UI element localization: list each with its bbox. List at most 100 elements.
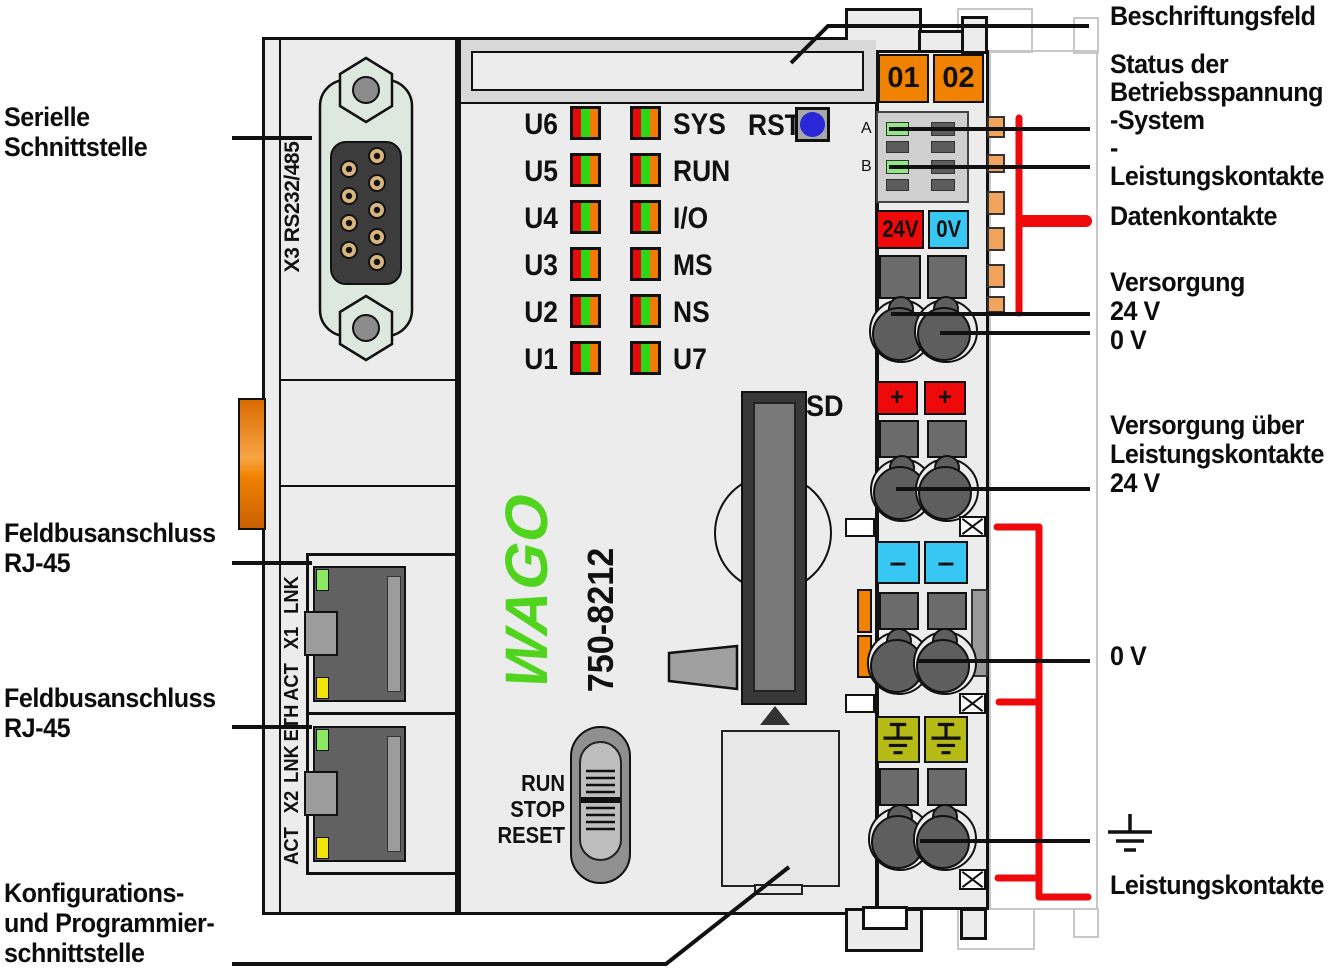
callout-line-24v — [891, 312, 1090, 316]
data-contact-tab — [987, 264, 1005, 288]
ghost-module-foot — [957, 908, 1035, 950]
status-led — [570, 153, 601, 187]
callout-line-0v — [940, 331, 1090, 335]
power-jumper-contact — [959, 516, 986, 537]
label-supply: Versorgung 24 V 0 V — [1110, 267, 1245, 355]
status-led — [630, 247, 661, 281]
data-contact-tab — [987, 227, 1005, 251]
terminal-24v-label: 24V — [876, 210, 924, 249]
reset-label: RST — [748, 109, 801, 142]
callout-line-status-a — [889, 127, 1090, 131]
label-serial-interface: Serielle Schnittstelle — [4, 102, 148, 162]
latch-strip-orange — [857, 589, 872, 633]
callout-line-lk24v — [896, 487, 1090, 491]
contact — [886, 179, 909, 191]
terminal-plus-label: + — [876, 381, 918, 415]
terminal-0v-label: 0V — [928, 210, 969, 249]
power-jumper-contact — [959, 869, 986, 890]
earth-symbol-label — [1108, 814, 1152, 852]
status-led — [630, 341, 661, 375]
minus-text: – — [889, 545, 907, 579]
callout-line-status-b — [889, 165, 1090, 169]
label-zero-volt: 0 V — [1110, 641, 1147, 671]
v0-text: 0V — [936, 215, 961, 243]
interlock-tab — [845, 694, 875, 713]
power-module-foot2 — [960, 908, 987, 940]
terminal-plus-label: + — [924, 381, 966, 415]
left-section-divider2 — [281, 485, 456, 487]
x1-inner-strip — [387, 576, 401, 692]
contact-row-b-label: B — [861, 158, 872, 175]
label-config-interface: Konfigurations- und Programmier- schnitt… — [4, 878, 215, 968]
led-label-u5: U5 — [524, 155, 558, 188]
callout-line-fieldbus2 — [232, 725, 312, 729]
terminal-earth-label — [924, 716, 968, 763]
label-status: Status der Betriebsspannung -System -Lei… — [1110, 49, 1324, 191]
label-data-contacts: Datenkontakte — [1110, 201, 1277, 231]
status-led — [630, 153, 661, 187]
sd-label: SD — [806, 390, 844, 423]
callout-line-earth — [920, 839, 1090, 843]
left-section-3d-edge — [279, 40, 281, 912]
status-led — [570, 294, 601, 328]
terminal-port — [927, 255, 967, 299]
minus-text: – — [937, 545, 955, 579]
earth-icon — [931, 722, 961, 755]
terminal-earth-label — [876, 716, 920, 763]
reset-button-cap — [800, 112, 825, 137]
led-label-u6: U6 — [524, 108, 558, 141]
led-label-u3: U3 — [524, 249, 558, 282]
status-led — [630, 200, 661, 234]
left-section-divider1 — [281, 379, 456, 381]
ghost-module-foot2 — [1073, 908, 1099, 938]
x2-lnk-led — [316, 729, 329, 751]
led-label-ms: MS — [673, 249, 713, 282]
x1-lnk-led — [316, 569, 329, 591]
callout-line-fieldbus1 — [232, 561, 312, 565]
callout-line-serial — [232, 136, 312, 140]
led-label-u7: U7 — [673, 343, 707, 376]
callout-line-0v-b — [917, 659, 1090, 663]
led-label-u4: U4 — [524, 202, 558, 235]
x2-latch-tab — [304, 771, 338, 816]
contact-row-a-label: A — [861, 120, 872, 137]
data-contact-tab — [987, 191, 1005, 215]
addr1-text: 01 — [887, 62, 920, 94]
contact — [886, 141, 909, 153]
label-power-contacts: Leistungskontakte — [1110, 870, 1324, 900]
v24-text: 24V — [881, 215, 919, 243]
x2-act-led — [316, 837, 329, 859]
x2-inner-strip — [387, 736, 401, 852]
led-label-ns: NS — [673, 296, 710, 329]
dsub-pins — [340, 147, 386, 271]
label-fieldbus1: Feldbusanschluss RJ-45 — [4, 518, 216, 578]
status-led — [570, 200, 601, 234]
reset-button — [795, 107, 830, 142]
interlock-tab — [845, 518, 875, 537]
release-latch — [238, 398, 266, 530]
config-port-cover — [721, 730, 840, 887]
led-label-run: RUN — [673, 155, 731, 188]
clamp-minus2 — [913, 628, 977, 695]
x2-act-label: ACT — [281, 827, 303, 865]
mode-switch-labels: RUN STOP RESET — [497, 770, 565, 848]
sd-pointer-triangle — [760, 706, 790, 725]
rj45-divider — [306, 712, 458, 715]
label-labeling-field: Beschriftungsfeld — [1110, 1, 1316, 31]
x1-latch-tab — [304, 611, 338, 656]
status-led — [570, 341, 601, 375]
sd-card — [753, 402, 796, 692]
earth-icon — [883, 722, 913, 755]
plus-text: + — [889, 384, 904, 411]
led-label-sys: SYS — [673, 108, 726, 141]
status-led — [570, 247, 601, 281]
status-led — [630, 106, 661, 140]
terminal-minus-label: – — [876, 541, 920, 584]
status-led — [630, 294, 661, 328]
power-jumper-contact — [959, 693, 986, 714]
addr2-text: 02 — [942, 62, 975, 94]
